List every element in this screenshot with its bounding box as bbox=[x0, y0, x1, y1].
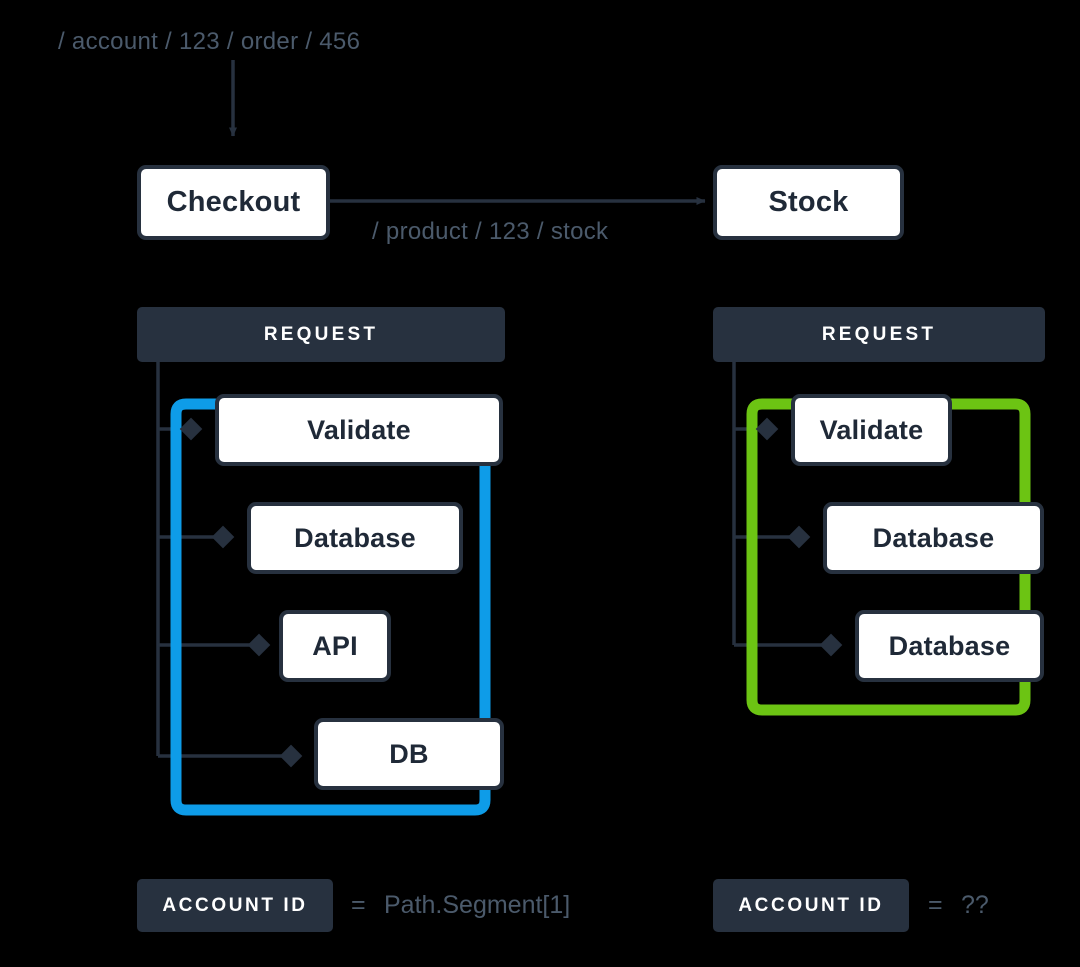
account-id-chip-left[interactable]: ACCOUNT ID bbox=[137, 879, 333, 932]
span-box-left-db[interactable]: DB bbox=[314, 718, 504, 790]
left-highlight-path bbox=[170, 398, 491, 816]
account-id-value-right: ?? bbox=[961, 891, 989, 919]
span-box-left-api[interactable]: API bbox=[279, 610, 391, 682]
request-header-right: REQUEST bbox=[713, 307, 1045, 362]
account-id-value-left: Path.Segment[1] bbox=[384, 891, 571, 919]
service-box-stock[interactable]: Stock bbox=[713, 165, 904, 240]
outgoing-path-label: / product / 123 / stock bbox=[372, 218, 609, 245]
service-box-checkout[interactable]: Checkout bbox=[137, 165, 330, 240]
right-panel-diamonds bbox=[755, 417, 843, 657]
span-box-left-validate[interactable]: Validate bbox=[215, 394, 503, 466]
account-id-chip-right[interactable]: ACCOUNT ID bbox=[713, 879, 909, 932]
account-id-equals-left: = bbox=[351, 891, 366, 919]
span-box-right-database-1[interactable]: Database bbox=[823, 502, 1044, 574]
incoming-path-label: / account / 123 / order / 456 bbox=[58, 28, 361, 55]
request-header-left: REQUEST bbox=[137, 307, 505, 362]
span-box-left-database[interactable]: Database bbox=[247, 502, 463, 574]
span-box-right-database-2[interactable]: Database bbox=[855, 610, 1044, 682]
left-panel-diamonds bbox=[179, 417, 303, 768]
span-box-right-validate[interactable]: Validate bbox=[791, 394, 952, 466]
account-id-equals-right: = bbox=[928, 891, 943, 919]
right-highlight-path bbox=[746, 398, 1031, 716]
